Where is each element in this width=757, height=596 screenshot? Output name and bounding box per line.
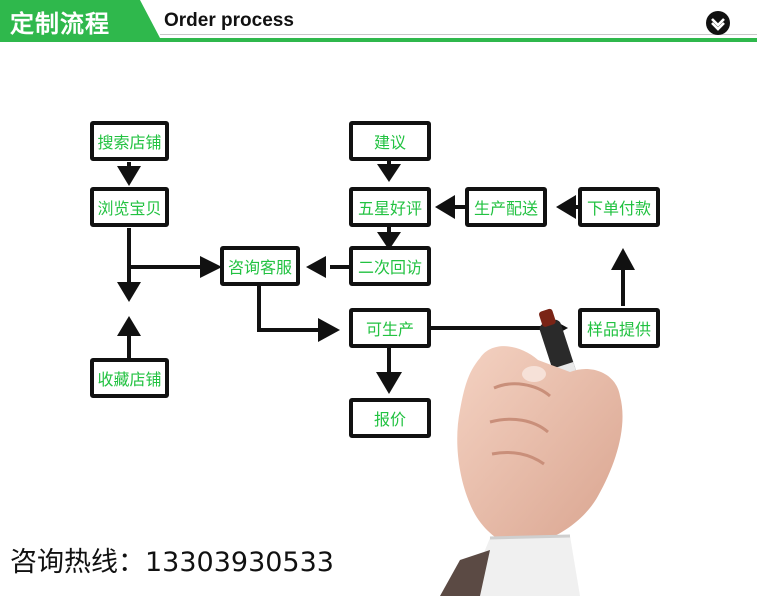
header-divider <box>0 38 757 42</box>
node-consult-service: 咨询客服 <box>220 246 300 286</box>
contact-phone[interactable]: 13303930533 <box>145 547 334 578</box>
arrowhead-consult-left <box>200 256 222 278</box>
node-suggestion: 建议 <box>349 121 431 161</box>
node-order-payment: 下单付款 <box>578 187 660 227</box>
arrowhead-order <box>611 248 635 270</box>
arrowhead-browse <box>117 166 141 186</box>
header-divider-thin <box>160 34 757 35</box>
node-sample: 样品提供 <box>578 308 660 348</box>
node-favorite-store: 收藏店铺 <box>90 358 169 398</box>
hand-holding-marker-image <box>440 308 623 596</box>
node-search-store: 搜索店铺 <box>90 121 169 161</box>
arrowhead-consult-right <box>306 256 326 278</box>
node-follow-up: 二次回访 <box>349 246 431 286</box>
arrowhead-trunk-up <box>117 316 141 336</box>
arrowhead-production <box>556 195 576 219</box>
connector-consult-producible <box>257 286 322 332</box>
node-producible: 可生产 <box>349 308 431 348</box>
node-five-star: 五星好评 <box>349 187 431 227</box>
contact-label: 咨询热线： <box>10 547 145 578</box>
header-bar: 定制流程 Order process <box>0 0 757 46</box>
chevron-down-icon[interactable] <box>706 11 730 35</box>
node-production-delivery: 生产配送 <box>465 187 547 227</box>
arrowhead-producible <box>318 318 340 342</box>
node-browse-item: 浏览宝贝 <box>90 187 169 227</box>
header-title: 定制流程 <box>10 10 110 38</box>
arrowhead-quote <box>376 372 402 394</box>
header-subtitle: Order process <box>164 10 294 31</box>
arrowhead-suggestion <box>377 164 401 182</box>
contact-hotline: 咨询热线：13303930533 <box>10 540 334 579</box>
arrowhead-fivestar <box>435 195 455 219</box>
header-tab <box>0 0 160 38</box>
node-quote: 报价 <box>349 398 431 438</box>
arrowhead-followup <box>377 232 401 250</box>
arrowhead-trunk-down <box>117 282 141 302</box>
